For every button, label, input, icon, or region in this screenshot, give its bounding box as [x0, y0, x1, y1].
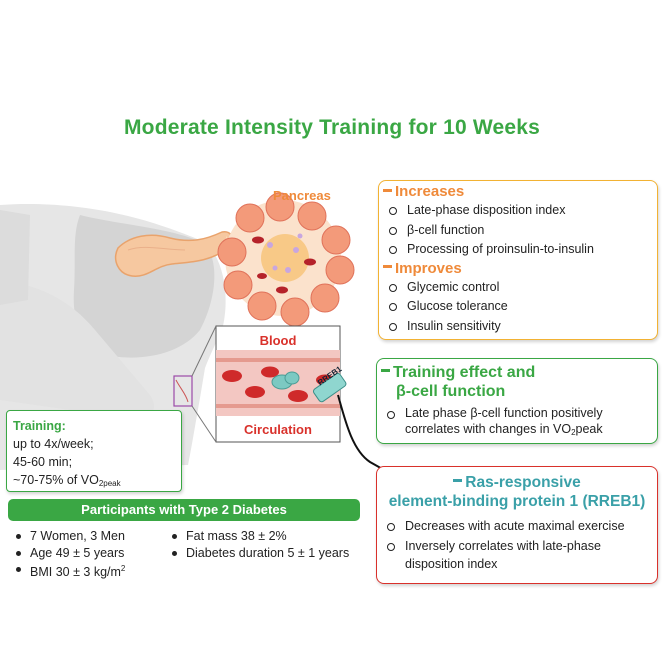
- training-box: Training: up to 4x/week; 45-60 min; ~70-…: [6, 410, 182, 492]
- increases-item: Late-phase disposition index: [387, 201, 594, 221]
- improves-item: Glucose tolerance: [387, 297, 594, 317]
- pancreas-tissue: [217, 192, 355, 327]
- improves-heading: Improves: [383, 260, 594, 277]
- participants-item: Fat mass 38 ± 2%: [170, 528, 349, 545]
- improves-list: Glycemic control Glucose tolerance Insul…: [387, 278, 594, 337]
- improves-item: Glycemic control: [387, 278, 594, 298]
- training-duration: 45-60 min;: [13, 455, 73, 469]
- increases-list: Late-phase disposition index β-cell func…: [387, 201, 594, 260]
- rreb1-item: Decreases with acute maximal exercise: [385, 517, 625, 537]
- improves-item: Insulin sensitivity: [387, 317, 594, 337]
- pancreas-label: Pancreas: [273, 188, 331, 203]
- participants-item: Diabetes duration 5 ± 1 years: [170, 545, 349, 562]
- diagram-title: Moderate Intensity Training for 10 Weeks: [123, 116, 541, 139]
- participants-item: Age 49 ± 5 years: [14, 545, 125, 562]
- participants-heading: Participants with Type 2 Diabetes: [8, 499, 360, 521]
- circulation-label: Circulation: [244, 422, 312, 437]
- increases-improves-box: Increases Late-phase disposition index β…: [378, 180, 658, 340]
- zoom-line-top: [191, 325, 217, 377]
- blood-label: Blood: [259, 333, 297, 348]
- increases-item: β-cell function: [387, 221, 594, 241]
- rreb1-heading: Ras-responsive element-binding protein 1…: [388, 474, 646, 510]
- training-heading: Training:: [13, 419, 66, 433]
- blood-vessel-panel: [215, 325, 347, 443]
- rreb1-list: Decreases with acute maximal exercise In…: [385, 517, 625, 573]
- training-effect-list: Late phase β-cell function positively co…: [385, 405, 603, 441]
- rreb1-box: Ras-responsive element-binding protein 1…: [376, 466, 658, 584]
- training-effect-item: Late phase β-cell function positively co…: [385, 405, 603, 441]
- increases-heading: Increases: [383, 183, 594, 200]
- participants-item: 7 Women, 3 Men: [14, 528, 125, 545]
- training-effect-heading: Training effect and β-cell function: [381, 363, 535, 401]
- zoom-box-body: [173, 375, 193, 407]
- training-effect-box: Training effect and β-cell function Late…: [376, 358, 658, 444]
- training-intensity: ~70-75% of VO2peak: [13, 473, 121, 488]
- training-frequency: up to 4x/week;: [13, 437, 94, 451]
- increases-item: Processing of proinsulin-to-insulin: [387, 240, 594, 260]
- participants-list-right: Fat mass 38 ± 2% Diabetes duration 5 ± 1…: [170, 528, 349, 561]
- zoom-line-bottom: [191, 405, 217, 443]
- participants-list-left: 7 Women, 3 Men Age 49 ± 5 years BMI 30 ±…: [14, 528, 125, 581]
- rreb1-arrow: [337, 394, 403, 481]
- participants-item: BMI 30 ± 3 kg/m2: [14, 561, 125, 581]
